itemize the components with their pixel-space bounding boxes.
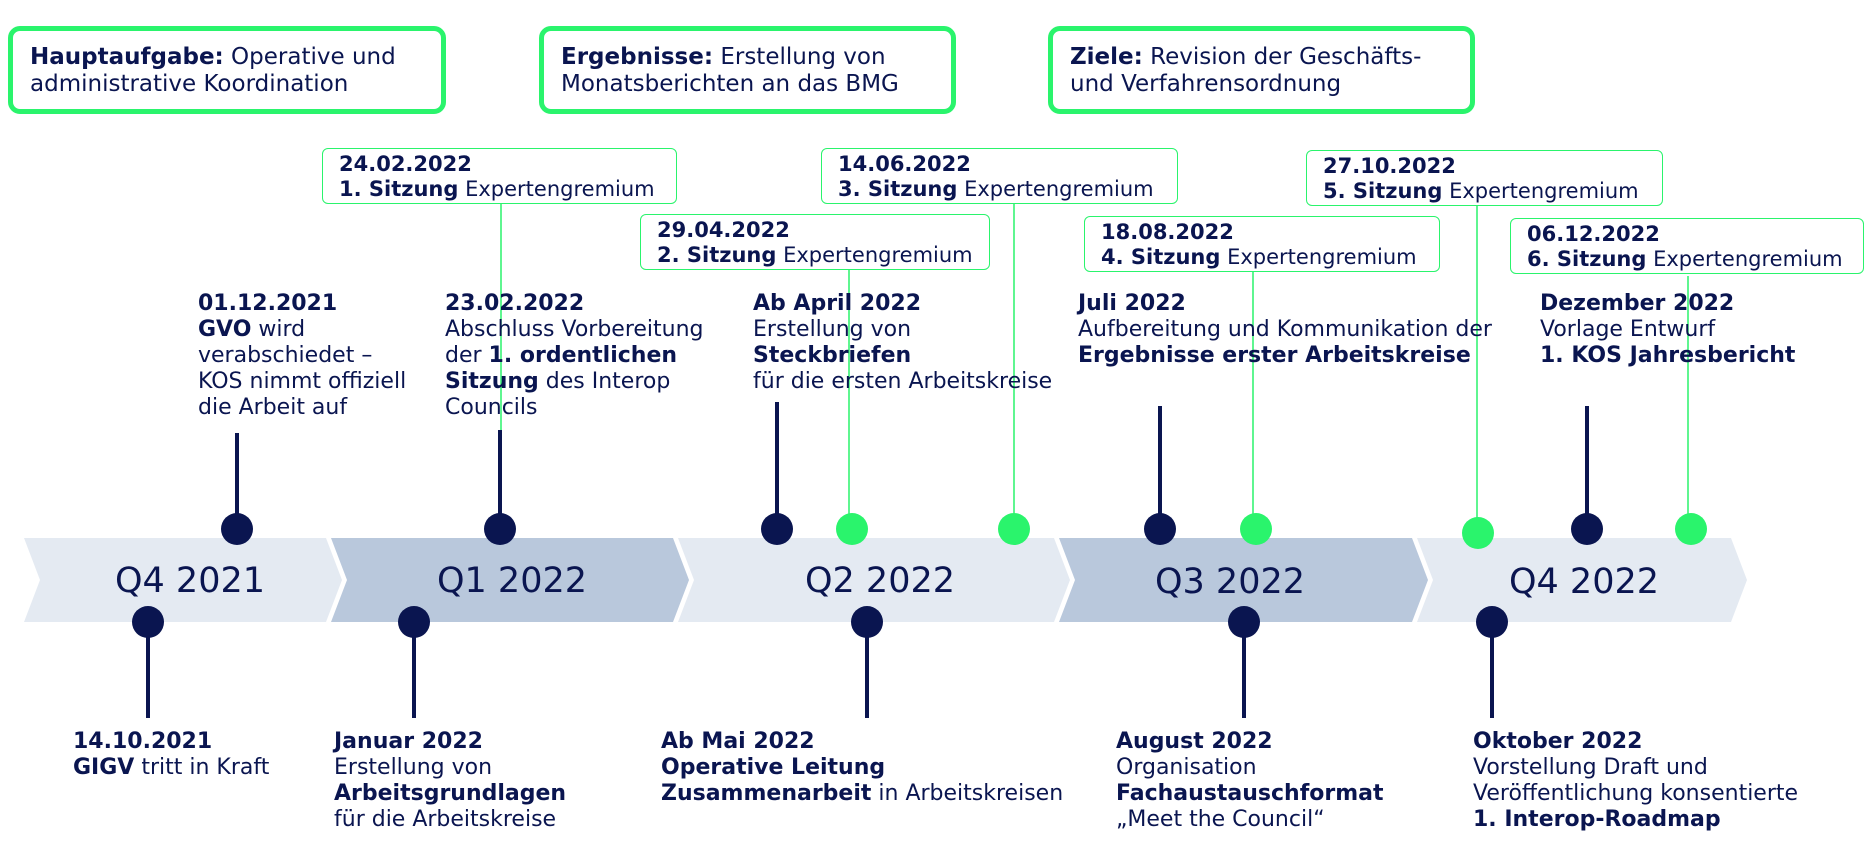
event-dot bbox=[1228, 606, 1260, 638]
event-dot bbox=[761, 513, 793, 545]
event-below-3: Ab Mai 2022 Operative Leitung Zusammenar… bbox=[661, 729, 1064, 806]
quarter-label: Q4 2021 bbox=[115, 561, 265, 601]
arrow-q3-2022 bbox=[1059, 538, 1428, 622]
session-box-1: 24.02.2022 1. Sitzung Expertengremium bbox=[322, 148, 677, 204]
session-dot bbox=[1240, 513, 1272, 545]
event-above-5: Dezember 2022 Vorlage Entwurf 1. KOS Jah… bbox=[1540, 291, 1796, 368]
goal-box-heading: Ergebnisse: bbox=[561, 44, 714, 70]
goal-box-ziele: Ziele: Revision der Geschäfts- und Verfa… bbox=[1048, 26, 1475, 114]
quarter-label: Q3 2022 bbox=[1155, 562, 1305, 602]
event-dot bbox=[484, 513, 516, 545]
session-box-5: 27.10.2022 5. Sitzung Expertengremium bbox=[1306, 150, 1663, 206]
event-below-2: Januar 2022 Erstellung von Arbeitsgrundl… bbox=[334, 729, 567, 832]
session-box-6: 06.12.2022 6. Sitzung Expertengremium bbox=[1510, 218, 1864, 274]
goal-box-heading: Ziele: bbox=[1070, 44, 1143, 70]
session-box-4: 18.08.2022 4. Sitzung Expertengremium bbox=[1084, 216, 1440, 272]
quarter-label: Q4 2022 bbox=[1509, 562, 1659, 602]
arrow-q1-2022 bbox=[331, 538, 689, 622]
arrow-q4-2021 bbox=[24, 538, 342, 622]
arrow-q4-2022 bbox=[1417, 538, 1747, 622]
goal-box-hauptaufgabe: Hauptaufgabe: Operative und administrati… bbox=[8, 26, 446, 114]
goal-box-ergebnisse: Ergebnisse: Erstellung von Monatsbericht… bbox=[539, 26, 956, 114]
session-dot bbox=[1462, 517, 1494, 549]
session-box-2: 29.04.2022 2. Sitzung Expertengremium bbox=[640, 214, 990, 270]
goal-box-heading: Hauptaufgabe: bbox=[30, 44, 224, 70]
session-box-3: 14.06.2022 3. Sitzung Expertengremium bbox=[821, 148, 1178, 204]
event-dot bbox=[1144, 513, 1176, 545]
event-above-1: 01.12.2021 GVO wird verabschiedet – KOS … bbox=[198, 291, 407, 420]
event-below-1: 14.10.2021 GIGV tritt in Kraft bbox=[73, 729, 270, 780]
event-above-3: Ab April 2022 Erstellung von Steckbriefe… bbox=[753, 291, 1053, 394]
session-dot bbox=[1675, 513, 1707, 545]
event-below-4: August 2022 Organisation Fachaustauschfo… bbox=[1116, 729, 1384, 832]
quarter-label: Q1 2022 bbox=[437, 561, 587, 601]
event-above-4: Juli 2022 Aufbereitung und Kommunikation… bbox=[1078, 291, 1492, 368]
event-dot bbox=[398, 606, 430, 638]
event-dot bbox=[1571, 513, 1603, 545]
event-dot bbox=[221, 513, 253, 545]
event-dot bbox=[851, 606, 883, 638]
quarter-label: Q2 2022 bbox=[805, 561, 955, 601]
arrow-q2-2022 bbox=[678, 538, 1070, 622]
event-below-5: Oktober 2022 Vorstellung Draft und Veröf… bbox=[1473, 729, 1799, 832]
event-above-2: 23.02.2022 Abschluss Vorbereitung der 1.… bbox=[445, 291, 704, 420]
event-dot bbox=[1476, 606, 1508, 638]
event-dot bbox=[132, 606, 164, 638]
session-dot bbox=[836, 513, 868, 545]
session-dot bbox=[998, 513, 1030, 545]
